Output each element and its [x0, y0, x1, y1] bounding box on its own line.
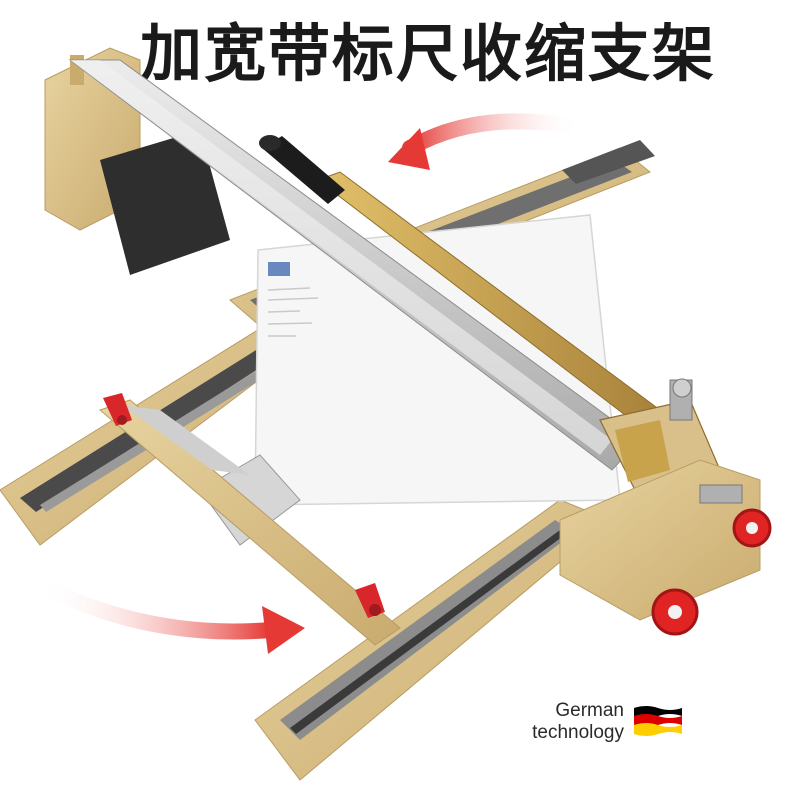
- wheel-back: [732, 508, 772, 548]
- rotate-arrow-icon: [388, 113, 588, 170]
- wheel-front: [651, 588, 699, 636]
- german-technology-badge: German technology: [520, 700, 790, 750]
- handle-grip: [259, 135, 345, 204]
- right-end-base: [559, 459, 761, 621]
- red-clamp-left: [103, 393, 132, 426]
- red-clamp-right: [355, 583, 385, 618]
- badge-text: German technology: [520, 700, 624, 744]
- headline: 加宽带标尺收缩支架: [140, 17, 717, 90]
- badge-line-german: German: [555, 700, 624, 721]
- extend-arrow-icon: [32, 577, 305, 654]
- tile-label-logo: [268, 262, 290, 276]
- tile-label-lines: [267, 287, 319, 337]
- square-guide: [199, 454, 301, 546]
- badge-line-technology: technology: [532, 722, 624, 743]
- german-flag-icon: [634, 706, 682, 736]
